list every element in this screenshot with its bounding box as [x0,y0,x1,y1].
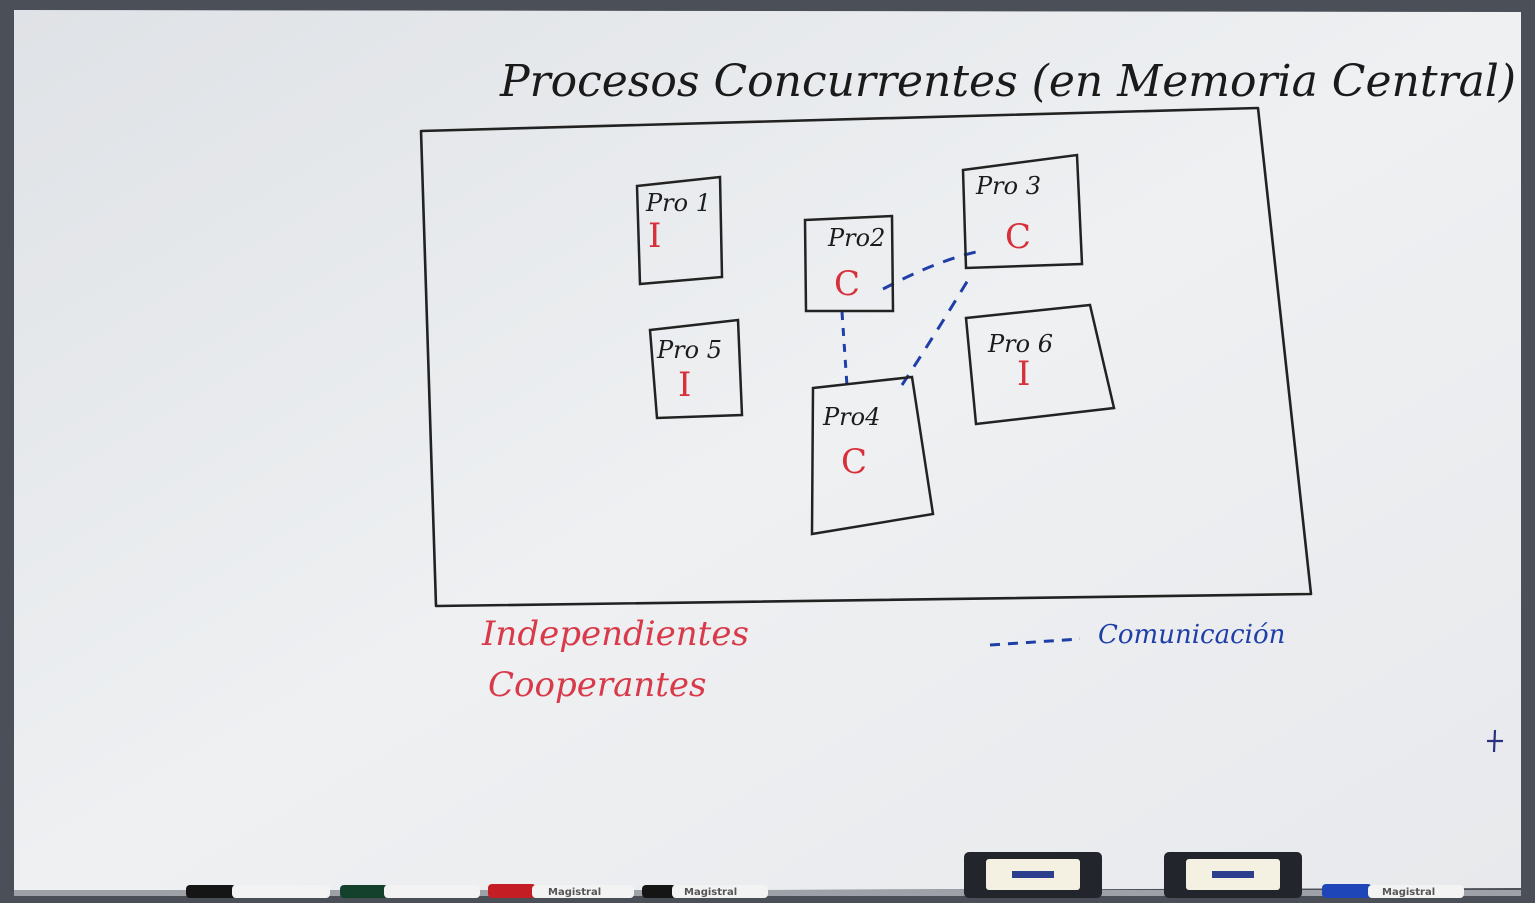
process-type: I [678,365,691,405]
marker-red: Magistral [488,884,634,898]
process-box-pro3: Pro 3 C [961,153,1084,270]
markers-tray: Magistral Magistral Magistral [186,852,1464,898]
legend-cooperantes: Cooperantes [488,665,707,705]
process-box-pro1: Pro 1 I [635,175,724,286]
eraser-2 [1164,852,1302,898]
process-label: Pro 3 [975,172,1041,200]
legend-comunicacion: Comunicación [1098,620,1285,650]
process-label: Pro 1 [645,189,711,217]
process-label: Pro4 [822,403,880,431]
link-pro2-pro4 [840,311,849,387]
marker-black-2: Magistral [642,885,768,898]
marker-black [186,885,330,898]
marker-brand: Magistral [548,887,601,898]
eraser-1 [964,852,1102,898]
marker-green [340,885,480,898]
page-title: Procesos Concurrentes (en Memoria Centra… [499,56,1516,107]
link-pro4-pro3 [900,279,970,386]
plus-mark [1487,729,1503,753]
process-box-pro4: Pro4 C [810,375,935,536]
process-type: C [1005,217,1031,257]
process-type: C [834,264,860,304]
process-type: C [841,442,867,482]
process-label: Pro 6 [987,330,1053,358]
board-surface [14,10,1521,892]
marker-blue: Magistral [1322,884,1464,898]
process-label: Pro 5 [656,336,722,364]
process-box-pro6: Pro 6 I [964,303,1116,426]
memory-container [419,106,1313,608]
process-box-pro2: Pro2 C [803,214,895,313]
marker-brand: Magistral [684,887,737,898]
process-label: Pro2 [827,224,885,252]
legend-dash-sample [989,637,1081,647]
process-box-pro5: Pro 5 I [648,318,744,420]
process-type: I [648,216,661,256]
marker-brand: Magistral [1382,887,1435,898]
legend-independientes: Independientes [481,614,749,654]
process-type: I [1017,354,1030,394]
